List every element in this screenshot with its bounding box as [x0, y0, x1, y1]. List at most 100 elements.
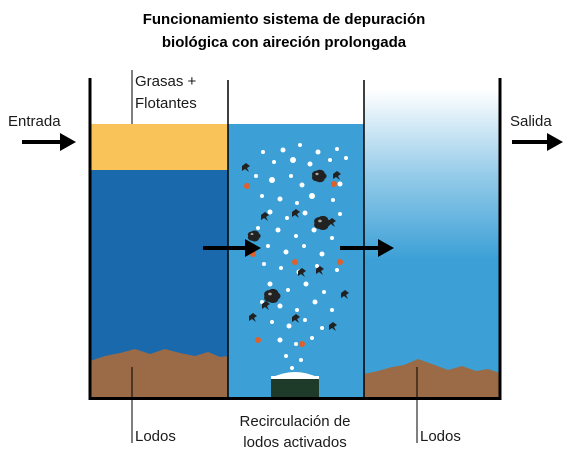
bubble-icon — [322, 290, 326, 294]
orange-particle — [255, 337, 261, 343]
flow-arrow-icon — [203, 239, 261, 257]
bacteria-floc-icon — [333, 171, 341, 180]
bubble-icon — [262, 262, 266, 266]
bubble-icon — [290, 366, 294, 370]
bubble-icon — [290, 157, 296, 163]
bubble-icon — [295, 308, 299, 312]
orange-particle — [337, 259, 343, 265]
bubble-icon — [275, 227, 281, 233]
bubble-icon — [267, 209, 273, 215]
bubble-icon — [294, 234, 298, 238]
label-lodos-right: Lodos — [420, 428, 461, 445]
orange-particle — [292, 259, 298, 265]
bacteria-floc-icon — [329, 322, 337, 331]
bubble-icon — [270, 320, 274, 324]
bubble-icon — [286, 323, 292, 329]
flow-arrow-icon — [340, 239, 394, 257]
bubble-icon — [261, 150, 265, 154]
bubble-icon — [256, 226, 260, 230]
sludge-left — [90, 349, 228, 398]
bubble-icon — [260, 300, 264, 304]
bubble-icon — [294, 342, 298, 346]
orange-particles — [244, 181, 343, 347]
bubble-icon — [286, 288, 290, 292]
bubble-icon — [309, 193, 315, 199]
air-diffuser-icon — [271, 372, 319, 398]
leader-lines — [131, 70, 418, 443]
bubble-icon — [266, 244, 270, 248]
diagram-title-line2: biológica con aireción prolongada — [162, 34, 407, 51]
bubble-icon — [315, 264, 319, 268]
bubble-icon — [295, 201, 299, 205]
bubble-icon — [299, 182, 305, 188]
orange-particle — [299, 341, 305, 347]
bacteria-floc-icon — [328, 218, 336, 227]
bubble-icon — [335, 147, 339, 151]
bubble-icon — [330, 236, 334, 240]
bubble-icon — [285, 216, 289, 220]
sludge-right — [364, 359, 500, 398]
bacteria-floc-icon — [298, 268, 306, 277]
bubble-icon — [299, 358, 303, 362]
bacteria-floc-icon — [264, 288, 281, 304]
flow-arrows — [22, 133, 563, 257]
bacteria-floc-icon — [341, 290, 349, 299]
label-flotantes: Flotantes — [135, 95, 197, 112]
bubble-icon — [335, 268, 339, 272]
bubble-icon — [303, 281, 309, 287]
bubble-icon — [311, 227, 317, 233]
bacteria-floc-icon — [311, 169, 327, 183]
bubble-icon — [254, 174, 258, 178]
bubble-icon — [310, 336, 314, 340]
air-bubbles — [254, 143, 348, 370]
bubble-icon — [289, 174, 293, 178]
bacteria-floc-icon — [262, 301, 270, 310]
bubble-icon — [303, 318, 307, 322]
flow-arrow-icon — [22, 133, 76, 151]
bacteria-floc-icon — [242, 163, 250, 172]
bacteria-floc-icon — [314, 215, 331, 231]
bacteria-floc-icon — [292, 314, 300, 323]
diagram-title-line1: Funcionamiento sistema de depuración — [143, 11, 426, 28]
bubble-icon — [315, 149, 321, 155]
bubble-icon — [279, 266, 283, 270]
bubble-icon — [307, 161, 313, 167]
bubble-icon — [331, 198, 335, 202]
bubble-icon — [277, 196, 283, 202]
label-recirculacion: Recirculación de — [240, 413, 351, 430]
bubble-icon — [302, 210, 308, 216]
bubble-icon — [312, 299, 318, 305]
fat-layer — [90, 124, 228, 170]
bacteria-floc-icon — [249, 313, 257, 322]
flow-arrow-icon — [512, 133, 563, 151]
bubble-icon — [302, 244, 306, 248]
bubble-icon — [328, 158, 332, 162]
bubble-icon — [260, 194, 264, 198]
bubble-icon — [344, 156, 348, 160]
bubble-icon — [319, 251, 325, 257]
label-lodos-activados: lodos activados — [243, 434, 346, 450]
bacteria-floc-icon — [292, 209, 300, 218]
label-lodos-left: Lodos — [135, 428, 176, 445]
bubble-icon — [338, 212, 342, 216]
label-salida: Salida — [510, 113, 552, 130]
bubble-icon — [280, 147, 286, 153]
bubble-icon — [330, 308, 334, 312]
tank-walls — [88, 78, 502, 400]
bubble-icon — [269, 177, 275, 183]
bubble-icon — [337, 181, 343, 187]
label-grasas: Grasas + — [135, 73, 197, 90]
bubble-icon — [284, 354, 288, 358]
bubble-icon — [272, 160, 276, 164]
bubble-icon — [267, 281, 273, 287]
bubble-icon — [277, 303, 283, 309]
orange-particle — [244, 183, 250, 189]
bacteria-floc-icon — [316, 266, 324, 275]
bacteria-floc-icon — [261, 212, 269, 221]
bubble-icon — [320, 326, 324, 330]
orange-particle — [331, 181, 337, 187]
bubble-icon — [283, 249, 289, 255]
label-entrada: Entrada — [8, 113, 61, 130]
